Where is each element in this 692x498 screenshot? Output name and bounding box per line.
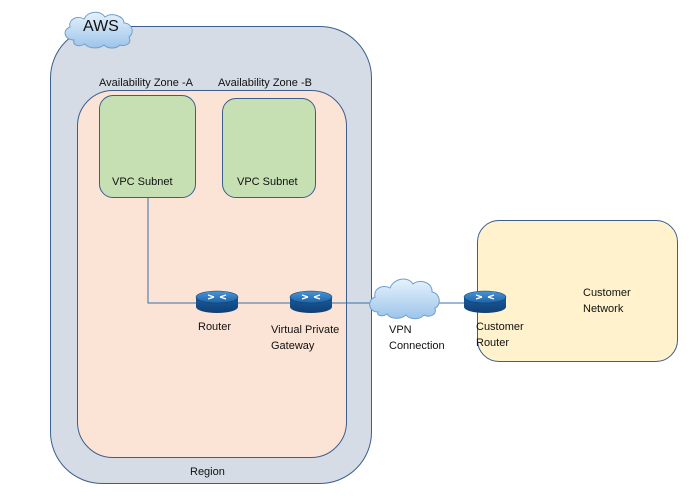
customer-network-box xyxy=(477,220,678,362)
customer-network-line1: Customer xyxy=(583,287,631,299)
vpn-label-line2: Connection xyxy=(389,340,445,352)
vpg-label: Virtual Private Gateway xyxy=(271,322,339,354)
router-label: Router xyxy=(198,321,232,333)
vpn-label: VPN Connection xyxy=(389,322,445,354)
vpg-label-line2: Gateway xyxy=(271,340,315,352)
customer-router-line1: Customer xyxy=(476,321,524,333)
router-icon xyxy=(195,290,239,313)
customer-network-line2: Network xyxy=(583,303,624,315)
aws-cloud-icon xyxy=(64,11,133,49)
vpn-cloud-icon xyxy=(369,278,440,320)
connector-lines xyxy=(147,198,464,304)
customer-network-label: Customer Network xyxy=(583,285,631,317)
subnet-b-box xyxy=(222,98,316,198)
customer-router-label: Customer Router xyxy=(476,319,524,351)
region-label: Region xyxy=(190,466,225,478)
vpg-label-line1: Virtual Private xyxy=(271,324,340,336)
zone-b-label: Availability Zone -B xyxy=(218,77,312,89)
subnet-a-label: VPC Subnet xyxy=(112,176,173,188)
aws-label: AWS xyxy=(83,18,119,35)
subnet-b-label: VPC Subnet xyxy=(237,176,298,188)
subnet-a-box xyxy=(99,95,196,198)
subnet-to-router-line xyxy=(147,198,196,304)
vpg-router-icon xyxy=(289,290,333,313)
zone-a-label: Availability Zone -A xyxy=(99,77,193,89)
customer-router-icon xyxy=(463,290,507,313)
vpn-label-line1: VPN xyxy=(389,324,412,336)
customer-router-line2: Router xyxy=(476,337,510,349)
